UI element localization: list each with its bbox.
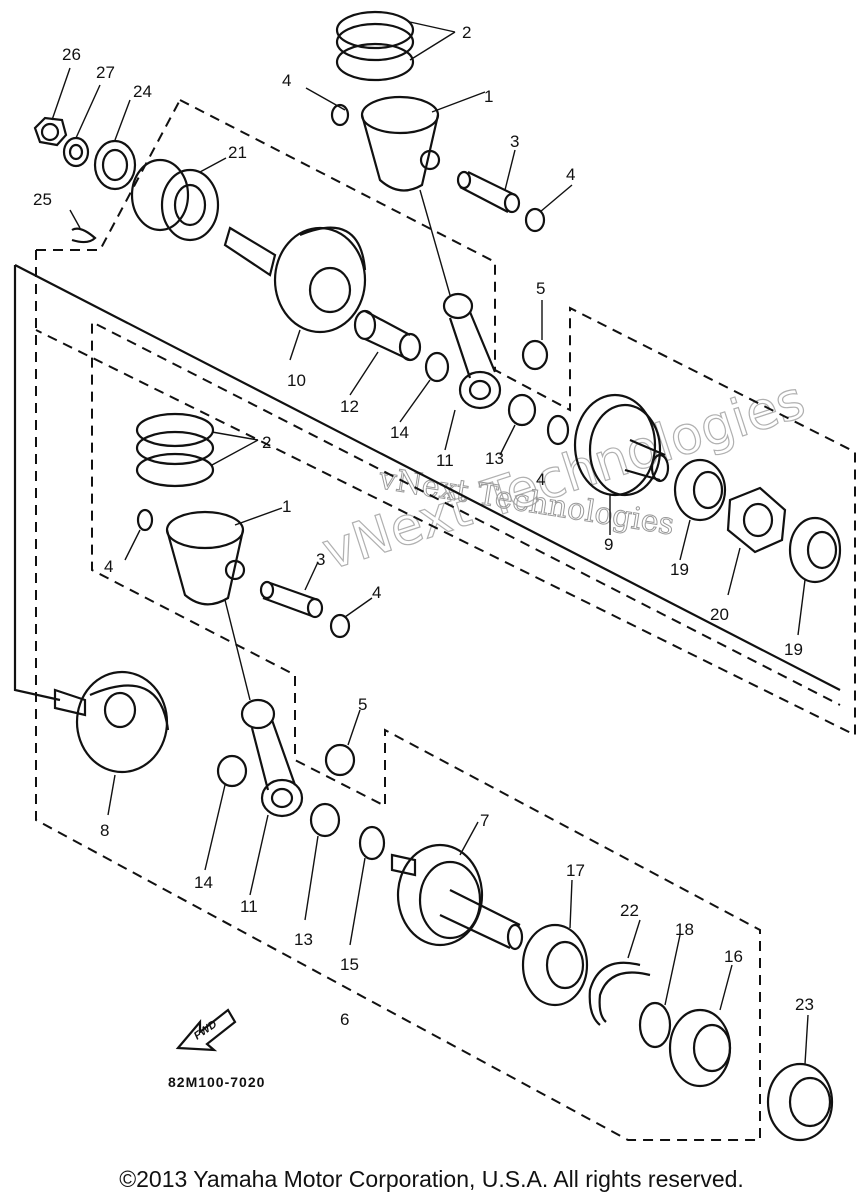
- callout-c2a: 2: [462, 23, 471, 42]
- fwd-arrow-icon: FWD: [175, 1008, 237, 1052]
- circlip-22: [588, 961, 641, 1026]
- callout-c4d: 4: [104, 557, 113, 576]
- callout-c13b: 13: [294, 930, 313, 949]
- clip-4-lower-right: [329, 613, 351, 639]
- callout-c19a: 19: [670, 560, 689, 579]
- callout-c1a: 1: [484, 87, 493, 106]
- bearing-19-upper: [673, 458, 727, 561]
- conrod-11-lower: [224, 599, 304, 896]
- callout-c5a: 5: [536, 279, 545, 298]
- bearing-17: [521, 879, 589, 1007]
- callout-c13a: 13: [485, 449, 504, 468]
- callout-c8: 8: [100, 821, 109, 840]
- washer-18: [638, 1001, 672, 1049]
- callout-c17: 17: [566, 861, 585, 880]
- callout-c11b: 11: [240, 897, 258, 916]
- clip-4-upper-right: [524, 207, 546, 233]
- bearing-5-upper: [521, 339, 549, 371]
- piston-rings-upper: [335, 10, 456, 82]
- piston-rings-lower: [135, 412, 259, 488]
- piston-pin-upper: [456, 149, 521, 214]
- callout-c5b: 5: [358, 695, 367, 714]
- crank-web-9: [573, 393, 670, 535]
- crank-axis-line: [14, 264, 841, 691]
- part-code-label: 82M100-7020: [168, 1074, 265, 1090]
- callout-c11a: 11: [436, 451, 454, 470]
- callout-c15: 15: [340, 955, 359, 974]
- dashed-group-outlines: [35, 99, 856, 1141]
- callout-c9: 9: [604, 535, 613, 554]
- circlip-25: [71, 227, 97, 244]
- clip-4-lower: [136, 508, 154, 532]
- callout-c27: 27: [96, 63, 115, 82]
- callout-c20: 20: [710, 605, 729, 624]
- bearing-16: [668, 964, 733, 1088]
- nut-20: [726, 486, 787, 596]
- callout-c14b: 14: [194, 873, 213, 892]
- washer-14-lower: [216, 754, 248, 788]
- callout-c23: 23: [795, 995, 814, 1014]
- nut-washer-seal-top-left: [33, 67, 137, 191]
- crank-web-7: [390, 821, 524, 951]
- bearing-5-lower: [324, 743, 356, 777]
- bearing-21: [130, 157, 227, 242]
- crank-half-8: [53, 670, 170, 816]
- washer-15: [358, 825, 386, 861]
- washer-15-upper: [546, 414, 570, 446]
- bearing-13-lower: [309, 802, 341, 838]
- clip-4-upper: [330, 103, 350, 127]
- callout-c24: 24: [133, 82, 152, 101]
- callout-c3b: 3: [316, 550, 325, 569]
- callout-c25: 25: [33, 190, 52, 209]
- callout-c12: 12: [340, 397, 359, 416]
- callout-c22: 22: [620, 901, 639, 920]
- bearing-13-upper: [507, 393, 537, 427]
- oil-seal-23: [766, 1014, 834, 1142]
- callout-c16: 16: [724, 947, 743, 966]
- bearing-19-lower: [788, 516, 842, 636]
- callout-c4c: 4: [536, 470, 545, 489]
- callout-c21: 21: [228, 143, 247, 162]
- callout-c10: 10: [287, 371, 306, 390]
- callout-c4b: 4: [566, 165, 575, 184]
- callout-c26: 26: [62, 45, 81, 64]
- callout-c19b: 19: [784, 640, 803, 659]
- callout-c4a: 4: [282, 71, 291, 90]
- crank-pin-12: [349, 309, 422, 396]
- callout-c6: 6: [340, 1010, 349, 1029]
- callout-c18: 18: [675, 920, 694, 939]
- callout-c3a: 3: [510, 132, 519, 151]
- callout-c4e: 4: [372, 583, 381, 602]
- washer-14-upper: [424, 351, 450, 383]
- conrod-11-upper: [419, 189, 502, 451]
- piston-upper: [360, 91, 486, 192]
- piston-pin-lower: [259, 561, 324, 619]
- copyright-notice: ©2013 Yamaha Motor Corporation, U.S.A. A…: [119, 1166, 744, 1192]
- piston-lower: [165, 507, 283, 606]
- callout-c7: 7: [480, 811, 489, 830]
- crank-half-10: [223, 226, 367, 361]
- callout-c14a: 14: [390, 423, 409, 442]
- callout-c1b: 1: [282, 497, 291, 516]
- callout-c2b: 2: [262, 433, 271, 452]
